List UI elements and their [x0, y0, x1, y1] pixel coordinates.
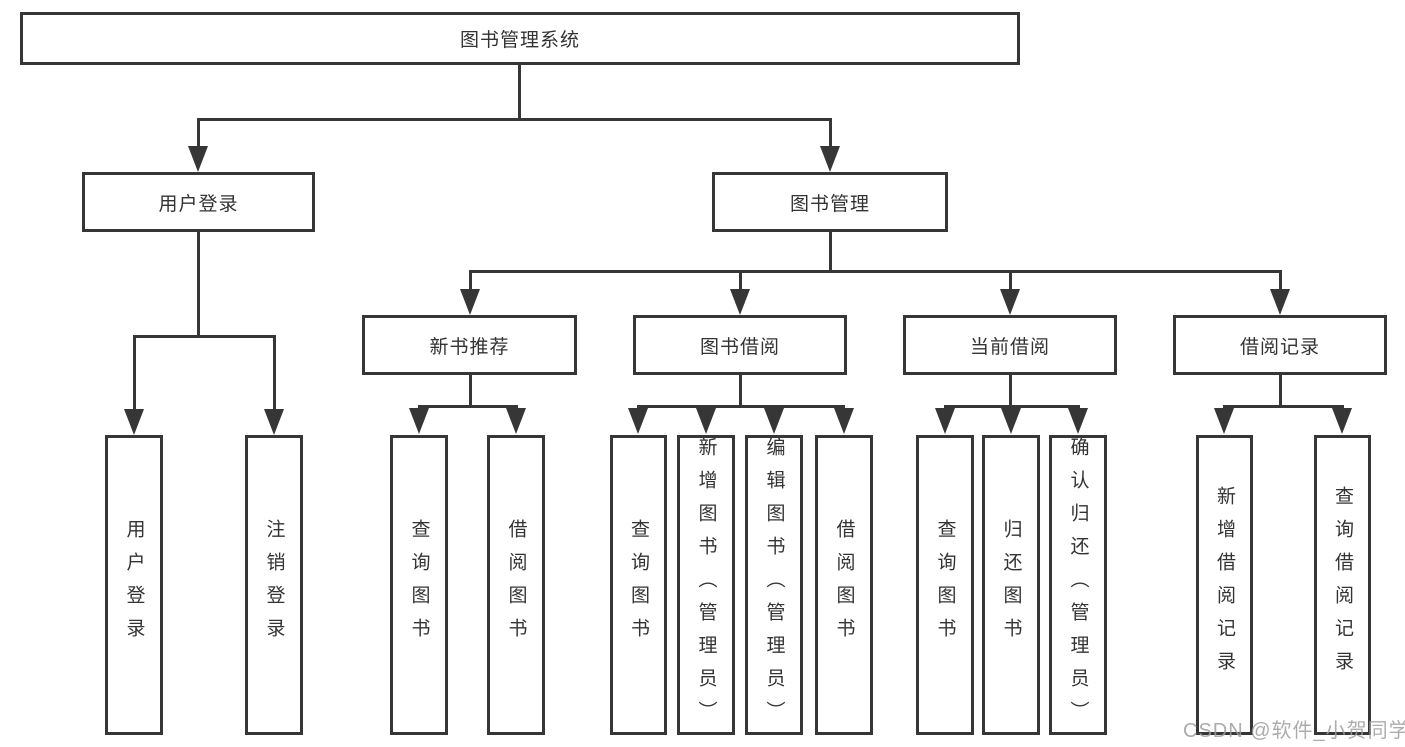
arrow-book-borrow-icon — [730, 289, 750, 315]
node-current-borrow-label: 当前借阅 — [969, 336, 1050, 358]
leaf-current-query-book: 查询图书 — [916, 435, 974, 735]
arrow-borrow-records-icon — [1270, 289, 1290, 315]
connector-book-mgmt-stem — [829, 232, 832, 272]
connector-book-borrow-bus — [637, 405, 845, 408]
leaf-current-return-book: 归还图书 — [982, 435, 1040, 735]
arrow-borrow-borrow-icon — [834, 408, 854, 434]
connector-leaf-login-drop — [133, 335, 136, 411]
leaf-current-query-book-label: 查询图书 — [934, 519, 956, 651]
leaf-borrow-add-book: 新增图书（管理员） — [677, 435, 735, 735]
connector-new-book-stem — [469, 375, 472, 407]
node-current-borrow: 当前借阅 — [903, 315, 1117, 375]
connector-user-login-bus — [133, 335, 275, 338]
arrow-newrec-query-icon — [409, 408, 429, 434]
leaf-borrow-borrow-book: 借阅图书 — [815, 435, 873, 735]
leaf-borrow-borrow-book-label: 借阅图书 — [833, 519, 855, 651]
node-book-management-label: 图书管理 — [789, 193, 870, 215]
node-book-borrow: 图书借阅 — [633, 315, 847, 375]
leaf-records-query-record-label: 查询借阅记录 — [1332, 486, 1353, 684]
node-user-login: 用户登录 — [82, 172, 315, 232]
node-user-login-label: 用户登录 — [158, 193, 239, 215]
connector-level3-bus — [469, 270, 1282, 273]
connector-borrow-records-stem — [1279, 375, 1282, 407]
connector-current-borrow-bus — [944, 405, 1080, 408]
leaf-newrec-query-book: 查询图书 — [390, 435, 448, 735]
connector-new-book-drop — [469, 270, 472, 292]
leaf-borrow-edit-book: 编辑图书（管理员） — [745, 435, 803, 735]
arrow-current-query-icon — [935, 408, 955, 434]
connector-borrow-records-bus — [1223, 405, 1344, 408]
leaf-user-login-label: 用户登录 — [123, 519, 145, 651]
connector-user-login-drop — [197, 118, 200, 150]
leaf-user-login: 用户登录 — [105, 435, 163, 735]
connector-current-borrow-stem — [1009, 375, 1012, 407]
arrow-new-book-icon — [460, 289, 480, 315]
arrow-newrec-borrow-icon — [506, 408, 526, 434]
node-borrow-records: 借阅记录 — [1173, 315, 1387, 375]
connector-user-login-stem — [197, 232, 200, 337]
arrow-current-return-icon — [1001, 408, 1021, 434]
arrow-book-mgmt-icon — [820, 146, 840, 172]
connector-leaf-logout-drop — [273, 335, 276, 411]
leaf-current-return-book-label: 归还图书 — [1000, 519, 1022, 651]
leaf-borrow-query-book: 查询图书 — [610, 435, 667, 735]
leaf-current-confirm-return: 确认归还（管理员） — [1049, 435, 1107, 735]
arrow-borrow-add-icon — [696, 408, 716, 434]
connector-new-book-bus — [418, 405, 518, 408]
leaf-borrow-add-book-label: 新增图书（管理员） — [695, 436, 717, 734]
arrow-current-borrow-icon — [1000, 289, 1020, 315]
connector-book-borrow-stem — [739, 375, 742, 407]
node-book-borrow-label: 图书借阅 — [699, 336, 780, 358]
node-root-label: 图书管理系统 — [459, 30, 580, 51]
watermark: CSDN @软件_小贺同学 — [1183, 720, 1405, 742]
arrow-records-add-icon — [1214, 408, 1234, 434]
leaf-newrec-borrow-book-label: 借阅图书 — [505, 519, 527, 651]
connector-borrow-records-drop — [1279, 270, 1282, 292]
connector-book-mgmt-drop — [829, 118, 832, 150]
leaf-newrec-borrow-book: 借阅图书 — [487, 435, 545, 735]
arrow-leaf-login-icon — [124, 409, 144, 435]
node-new-book-recommend-label: 新书推荐 — [429, 336, 510, 358]
leaf-records-add-record: 新增借阅记录 — [1196, 435, 1253, 735]
node-borrow-records-label: 借阅记录 — [1239, 336, 1320, 358]
leaf-logout-label: 注销登录 — [263, 519, 285, 651]
node-root: 图书管理系统 — [20, 12, 1020, 65]
leaf-current-confirm-return-label: 确认归还（管理员） — [1067, 436, 1089, 734]
node-new-book-recommend: 新书推荐 — [362, 315, 577, 375]
arrow-leaf-logout-icon — [264, 409, 284, 435]
leaf-newrec-query-book-label: 查询图书 — [408, 519, 430, 651]
leaf-records-add-record-label: 新增借阅记录 — [1214, 486, 1235, 684]
leaf-logout: 注销登录 — [245, 435, 303, 735]
leaf-borrow-query-book-label: 查询图书 — [628, 519, 649, 651]
connector-book-borrow-drop — [739, 270, 742, 292]
node-book-management: 图书管理 — [712, 172, 948, 232]
arrow-borrow-edit-icon — [764, 408, 784, 434]
arrow-records-query-icon — [1332, 408, 1352, 434]
leaf-borrow-edit-book-label: 编辑图书（管理员） — [763, 436, 785, 734]
connector-root-stem — [518, 64, 521, 120]
connector-current-borrow-drop — [1009, 270, 1012, 292]
arrow-borrow-query-icon — [628, 408, 648, 434]
arrow-user-login-icon — [188, 146, 208, 172]
leaf-records-query-record: 查询借阅记录 — [1314, 435, 1371, 735]
connector-level2-bus — [197, 118, 831, 121]
arrow-current-confirm-icon — [1068, 408, 1088, 434]
